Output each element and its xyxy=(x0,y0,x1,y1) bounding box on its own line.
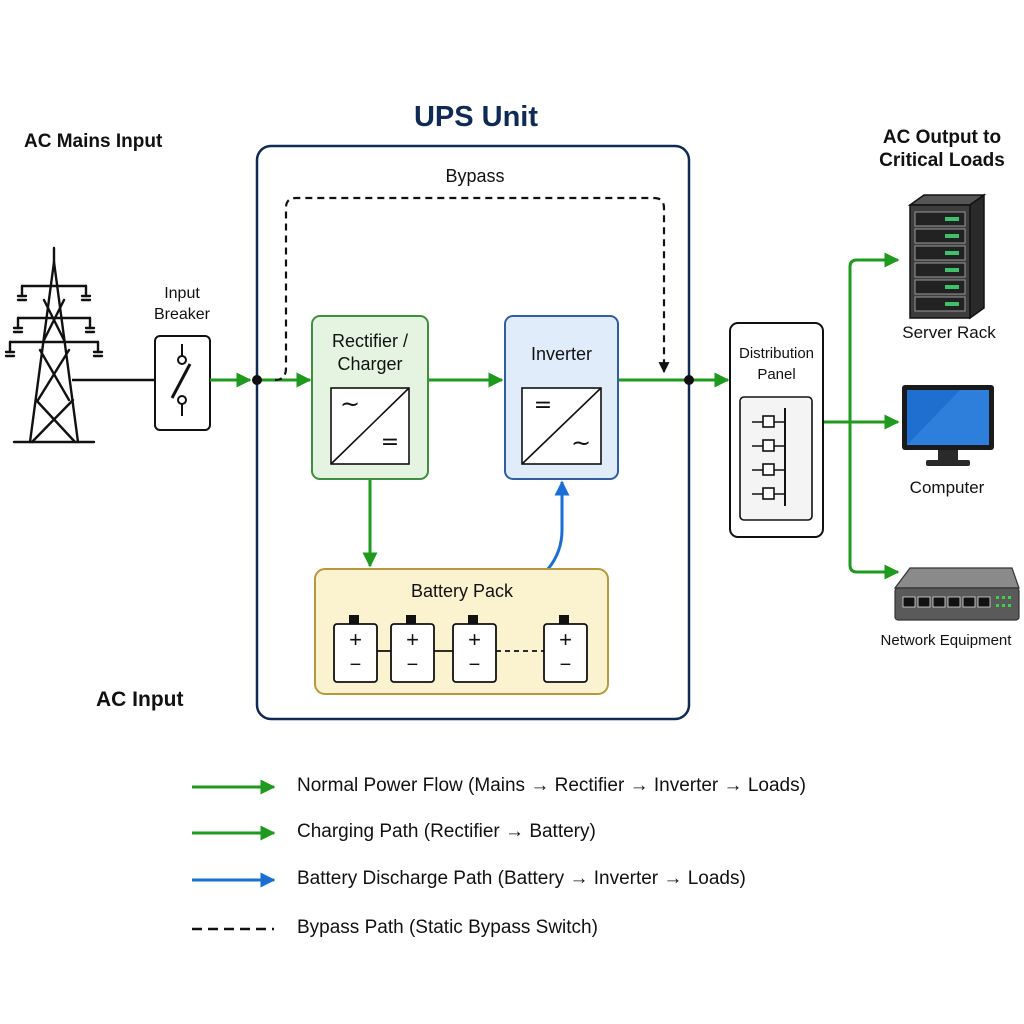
battery-cell xyxy=(543,615,588,683)
battery-cell-minus: − xyxy=(468,654,481,676)
battery-cell-minus: − xyxy=(349,654,362,676)
inverter-label: Inverter xyxy=(530,344,593,364)
battery-cell xyxy=(390,615,435,683)
ac-output-title-line2: Critical Loads xyxy=(879,150,1005,171)
ups-unit-title: UPS Unit xyxy=(413,101,539,133)
load-label-server-rack: Server Rack xyxy=(902,323,996,342)
distribution-panel xyxy=(729,322,824,538)
monitor-icon xyxy=(902,385,994,466)
legend-blue-arrow-icon xyxy=(192,872,276,888)
legend-text: Bypass Path (Static Bypass Switch) xyxy=(297,917,598,938)
legend-text: Charging Path (Rectifier → Battery) xyxy=(297,821,596,842)
battery-cell-minus: − xyxy=(559,654,572,676)
ups-enclosure xyxy=(255,144,691,721)
battery-cell-plus: + xyxy=(468,627,481,652)
inverter-ac-symbol: ~ xyxy=(570,429,592,457)
output-junction-dot xyxy=(684,375,694,385)
legend-green-arrow-icon xyxy=(192,779,276,795)
inverter-dc-symbol: = xyxy=(533,393,553,418)
legend-green-arrow-icon xyxy=(192,825,276,841)
input-junction-dot xyxy=(252,375,262,385)
ac-input-label: AC Input xyxy=(96,688,184,711)
input-breaker-label-line2: Breaker xyxy=(153,306,211,323)
distribution-panel-label-line2: Panel xyxy=(757,366,796,383)
legend-text: Normal Power Flow (Mains → Rectifier → I… xyxy=(297,775,806,796)
battery-cell-minus: − xyxy=(406,654,419,676)
load-label-computer: Computer xyxy=(909,478,985,497)
rectifier-label-line1: Rectifier / xyxy=(331,331,409,351)
battery-cell-plus: + xyxy=(349,627,362,652)
ac-output-title-line1: AC Output to xyxy=(882,127,1002,148)
server-rack-icon xyxy=(907,193,987,320)
rectifier-block xyxy=(311,315,429,480)
discharge-path-line xyxy=(546,480,570,570)
input-breaker-label-line1: Input xyxy=(164,285,200,302)
battery-cell xyxy=(333,615,378,683)
input-breaker-icon xyxy=(154,335,211,431)
battery-cell-plus: + xyxy=(559,627,572,652)
legend-item-bypass: Bypass Path (Static Bypass Switch) xyxy=(190,915,990,945)
battery-pack xyxy=(314,568,609,695)
rectifier-label-line2: Charger xyxy=(337,354,403,374)
load-label-network-equipment: Network Equipment xyxy=(880,632,1012,649)
rectifier-ac-symbol: ~ xyxy=(339,390,361,418)
battery-pack-label: Battery Pack xyxy=(410,581,514,601)
distribution-panel-label-line1: Distribution xyxy=(738,345,815,362)
inverter-block xyxy=(504,315,619,480)
normal-flow-lines xyxy=(210,252,900,580)
transmission-tower-icon xyxy=(4,246,104,444)
legend-item-charging: Charging Path (Rectifier → Battery) xyxy=(190,819,990,849)
legend-text: Battery Discharge Path (Battery → Invert… xyxy=(297,868,746,889)
ac-mains-input-label: AC Mains Input xyxy=(24,131,163,152)
battery-cell-plus: + xyxy=(406,627,419,652)
rectifier-dc-symbol: = xyxy=(380,430,400,455)
legend-item-discharge: Battery Discharge Path (Battery → Invert… xyxy=(190,866,990,896)
battery-cell xyxy=(452,615,497,683)
legend-dashed-line-icon xyxy=(192,927,274,931)
bypass-label: Bypass xyxy=(445,166,505,186)
network-switch-icon xyxy=(893,567,1020,621)
legend-item-normal-flow: Normal Power Flow (Mains → Rectifier → I… xyxy=(190,773,990,803)
